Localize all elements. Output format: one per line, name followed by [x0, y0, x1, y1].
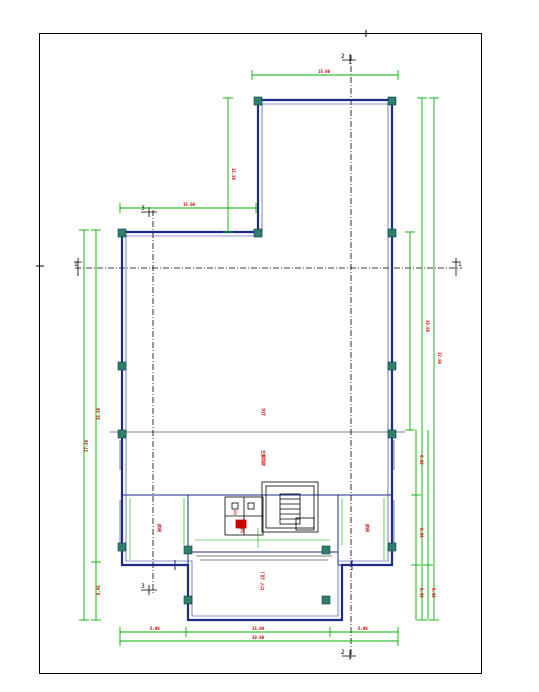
drawing-frame — [39, 33, 482, 674]
section-marker-mid: 3 — [141, 205, 157, 217]
svg-text:2: 2 — [341, 53, 345, 60]
dim-bottom-total: 30.00 — [252, 635, 265, 640]
dim-left-main-height: 30.00 — [96, 407, 101, 420]
section-marker-low: 3 — [141, 583, 157, 595]
dim-upper-wing-height: 15.00 — [231, 168, 236, 181]
section-marker-bottom: 2 — [341, 649, 356, 660]
toilet-block — [224, 496, 264, 536]
room-label-main-hall: 大厅 — [261, 408, 267, 416]
interior-partitions-green — [129, 498, 385, 560]
section-marker-right: 1 — [452, 258, 462, 276]
dimension-lines — [79, 70, 439, 646]
dim-left-total-height: 37.00 — [84, 439, 89, 452]
svg-text:3: 3 — [141, 205, 145, 212]
section-marker-top: 2 — [341, 53, 356, 64]
structural-columns — [117, 96, 397, 605]
dim-top-width: 15.00 — [318, 69, 331, 74]
svg-text:1: 1 — [458, 261, 462, 268]
dim-left-bottom-height: 6.00 — [96, 585, 101, 595]
outer-walls — [120, 98, 394, 622]
dim-right-upper-height: 30.00 — [425, 320, 430, 333]
room-label-toilet-a: 卫 — [233, 509, 237, 515]
stair-core — [261, 481, 319, 533]
dim-left-wing-width: 15.00 — [183, 202, 196, 207]
svg-text:2: 2 — [341, 649, 345, 656]
porch-steps — [196, 555, 332, 561]
room-label-main-hall-note: 主要用房 — [261, 450, 267, 466]
dim-right-total-height: 37.00 — [437, 352, 442, 365]
svg-text:1: 1 — [74, 261, 78, 268]
room-label-toilet-b: 卫 — [240, 527, 244, 533]
dim-bottom-left: 6.00 — [150, 626, 160, 631]
dim-right-mid-height: 6.00 — [419, 455, 424, 465]
dim-bottom-right: 6.00 — [358, 626, 368, 631]
svg-text:3: 3 — [141, 583, 145, 590]
dim-right-bottom-height: 6.00 — [419, 588, 424, 598]
interior-partitions — [122, 494, 392, 570]
room-label-porch: 门厅 入口 — [260, 572, 266, 590]
section-marker-left: 1 — [74, 258, 82, 276]
window-marks — [119, 440, 395, 545]
dim-right-low-height: 6.00 — [419, 528, 424, 538]
dim-bottom-center: 15.00 — [252, 626, 265, 631]
room-label-right: 房间 — [365, 524, 371, 532]
dim-right-bottom-height-2: 6.00 — [431, 588, 436, 598]
room-label-left: 房间 — [157, 524, 163, 532]
